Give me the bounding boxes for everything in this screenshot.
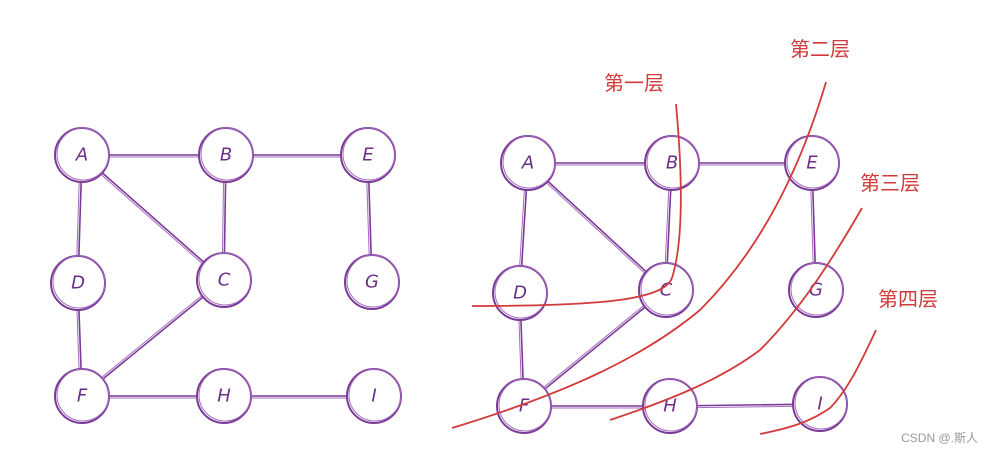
right-edge-A-C [527, 162, 667, 291]
left-node-I: I [346, 368, 402, 424]
left-node-A: A [54, 127, 110, 183]
right-node-circle-sketch-I [794, 376, 848, 430]
left-node-F: F [54, 368, 110, 424]
layer-four-label: 第四层 [878, 287, 938, 311]
right-node-label-H: H [663, 396, 677, 417]
left-node-B: B [198, 127, 254, 183]
layer-one-curve [471, 103, 682, 307]
right-node-E: E [784, 135, 840, 191]
left-graph-nodes: A B E D C G F H I [50, 127, 402, 424]
right-node-circle-sketch-B [646, 135, 700, 189]
right-edge-C-F-sketch [522, 288, 666, 405]
left-node-label-D: D [71, 273, 85, 294]
left-node-label-A: A [75, 145, 88, 166]
left-node-label-E: E [362, 145, 374, 166]
left-node-D: D [50, 255, 106, 311]
left-node-label-I: I [371, 386, 376, 407]
layer-four-curve [759, 329, 877, 435]
left-node-label-C: C [218, 270, 231, 291]
layer-three-label: 第三层 [860, 171, 920, 195]
right-node-label-A: A [521, 153, 534, 174]
right-node-D: D [492, 265, 548, 321]
left-node-circle-sketch-B [200, 127, 254, 181]
layer-one-label: 第一层 [604, 71, 664, 95]
left-node-circle-sketch-I [348, 368, 402, 422]
right-node-label-G: G [809, 280, 823, 301]
left-node-circle-sketch-F [56, 368, 110, 422]
right-node-label-I: I [817, 394, 822, 415]
left-node-circle-sketch-C [198, 252, 252, 306]
left-node-H: H [196, 368, 252, 424]
left-node-E: E [340, 127, 396, 183]
left-node-G: G [344, 254, 400, 310]
right-node-circle-sketch-D [494, 265, 548, 319]
right-node-circle-sketch-C [640, 262, 694, 316]
left-node-circle-sketch-H [198, 368, 252, 422]
right-node-B: B [644, 135, 700, 191]
layer-two-curve [451, 81, 827, 429]
right-node-label-E: E [806, 153, 818, 174]
right-node-F: F [496, 378, 552, 434]
left-node-C: C [196, 252, 252, 308]
left-edge-A-C [81, 154, 225, 281]
right-node-circle-sketch-A [502, 135, 556, 189]
left-node-circle-sketch-G [346, 254, 400, 308]
left-edge-C-F-sketch [80, 278, 224, 395]
left-node-label-F: F [77, 386, 88, 407]
left-node-circle-sketch-A [56, 127, 110, 181]
left-node-label-B: B [220, 145, 232, 166]
right-node-G: G [788, 262, 844, 318]
right-node-A: A [500, 135, 556, 191]
right-node-C: C [638, 262, 694, 318]
right-node-circle-sketch-G [790, 262, 844, 316]
watermark: CSDN @.斯人 [901, 431, 978, 445]
layer-three-curve [609, 207, 863, 421]
left-edge-C-F [81, 279, 225, 397]
left-node-label-G: G [365, 272, 379, 293]
right-edge-C-F [523, 289, 667, 407]
left-node-circle-sketch-D [52, 255, 106, 309]
layer-two-label: 第二层 [790, 37, 850, 61]
right-edge-A-C-sketch [526, 164, 665, 292]
right-node-circle-sketch-H [644, 378, 698, 432]
left-node-circle-sketch-E [342, 127, 396, 181]
right-node-label-D: D [513, 283, 527, 304]
right-node-label-B: B [666, 153, 678, 174]
right-node-label-C: C [660, 280, 673, 301]
right-node-label-F: F [519, 396, 530, 417]
left-node-label-H: H [217, 386, 231, 407]
right-node-circle-sketch-E [786, 135, 840, 189]
right-node-circle-sketch-F [498, 378, 552, 432]
right-node-I: I [792, 376, 848, 432]
left-edge-A-C-sketch [80, 156, 224, 282]
layer-curves [451, 81, 877, 435]
